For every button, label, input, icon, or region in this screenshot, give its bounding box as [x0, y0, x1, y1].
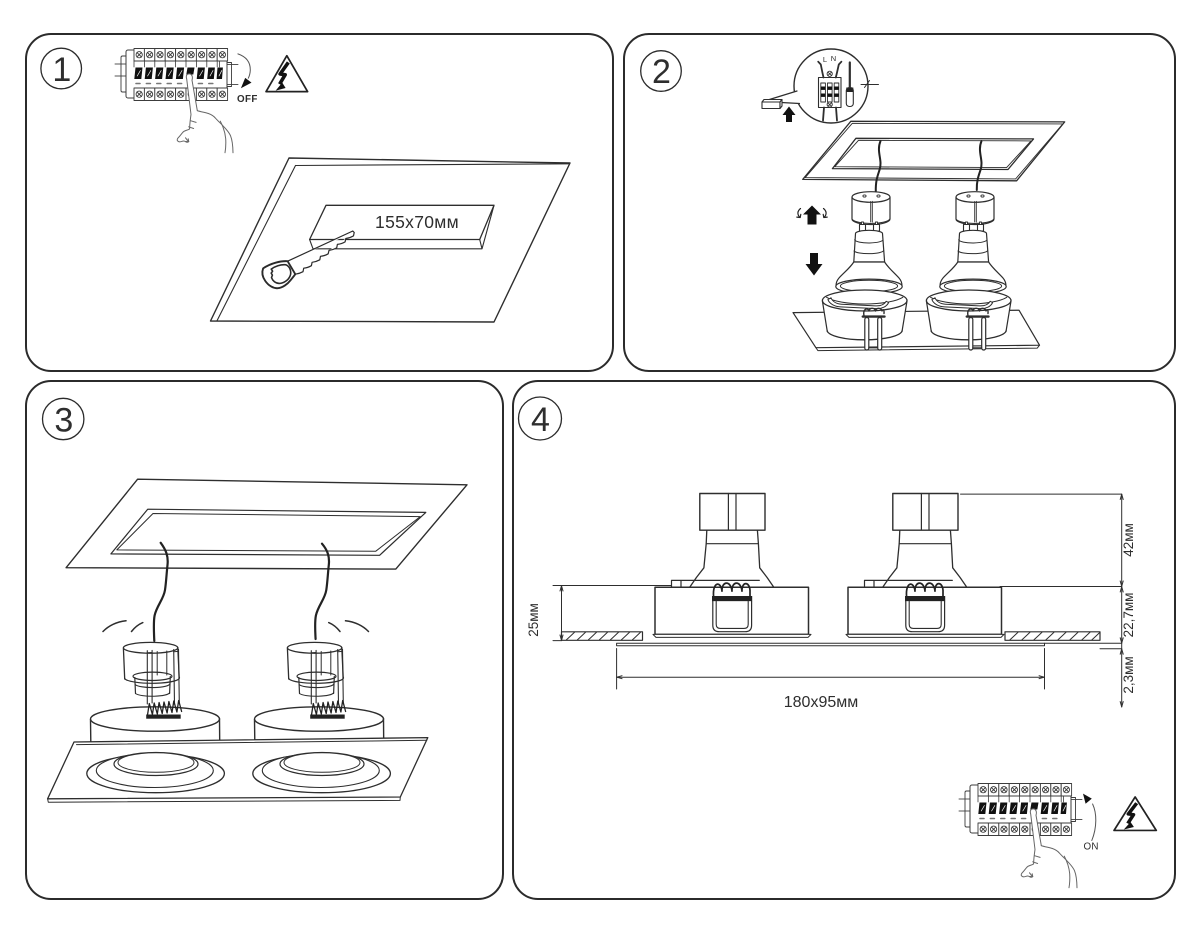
- svg-text:180x95мм: 180x95мм: [784, 694, 859, 711]
- svg-text:2,3мм: 2,3мм: [1121, 656, 1136, 693]
- svg-text:4: 4: [531, 401, 550, 439]
- svg-text:1: 1: [52, 51, 71, 89]
- svg-text:3: 3: [54, 402, 73, 440]
- svg-text:155x70мм: 155x70мм: [375, 212, 459, 232]
- svg-text:ON: ON: [1084, 842, 1099, 853]
- svg-text:N: N: [831, 54, 836, 63]
- svg-text:2: 2: [652, 53, 671, 91]
- svg-text:OFF: OFF: [237, 94, 258, 105]
- svg-text:42мм: 42мм: [1121, 523, 1136, 557]
- svg-text:L: L: [823, 55, 827, 64]
- svg-text:22,7мм: 22,7мм: [1121, 593, 1136, 638]
- svg-text:25мм: 25мм: [526, 603, 541, 637]
